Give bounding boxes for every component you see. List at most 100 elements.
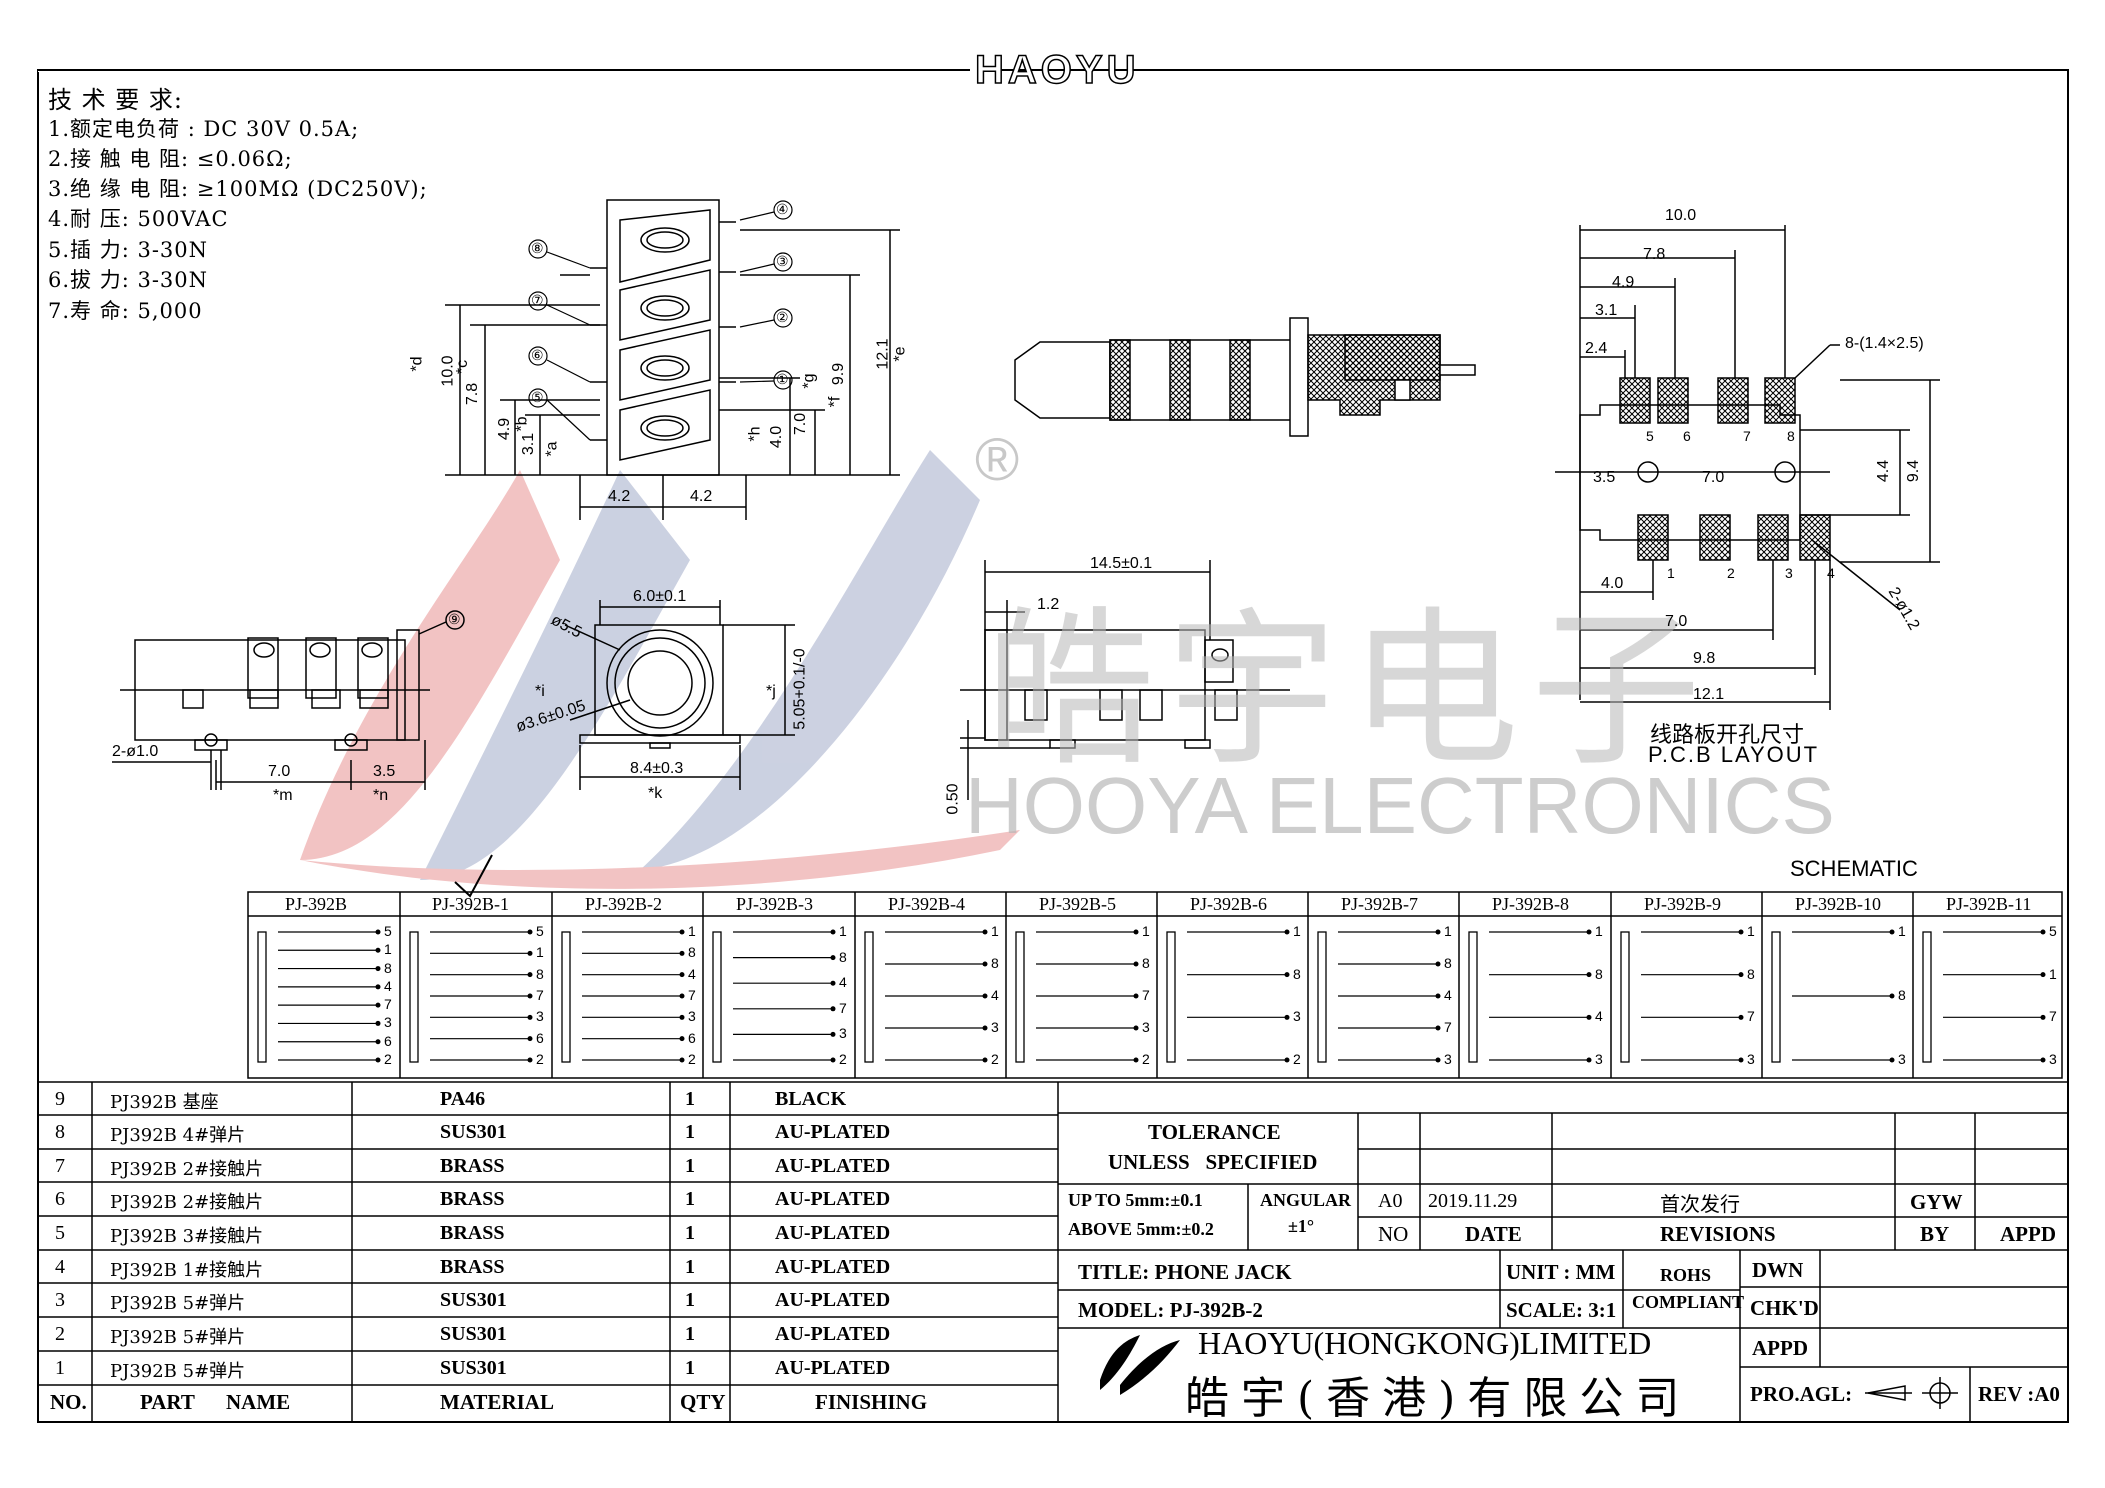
bom-no: 6: [55, 1188, 65, 1210]
bom-part-name: PJ392B 2#接触片: [110, 1159, 264, 1180]
pin-label: ⑨: [448, 611, 461, 627]
bom-finishing: AU-PLATED: [775, 1256, 891, 1278]
pin-number: 5: [1646, 428, 1654, 444]
schematic-terminal: [1889, 1057, 1895, 1063]
schematic-pin-number: 7: [2049, 1008, 2057, 1025]
schematic-variant-name: PJ-392B-4: [888, 894, 966, 914]
schematic-sleeve: [1015, 931, 1025, 1063]
dimension-label: 7.0: [1665, 613, 1688, 630]
schematic-pin-number: 2: [536, 1051, 544, 1067]
watermark-logo: [300, 450, 1020, 889]
schematic-pin-number: 1: [1293, 923, 1301, 939]
reference-label: *a: [543, 441, 561, 457]
dimension-label: 3.5: [373, 763, 396, 780]
schematic-terminal: [527, 972, 533, 978]
bom-material: BRASS: [440, 1222, 505, 1244]
reference-label: *k: [648, 785, 663, 802]
schematic-title: SCHEMATIC: [1790, 856, 1918, 881]
schematic-terminal: [1435, 929, 1441, 935]
dimension-label: 4.0: [1601, 575, 1624, 592]
dimension-label: 0.50: [944, 783, 962, 815]
schematic-terminal: [1133, 929, 1139, 935]
bom-qty: 1: [685, 1088, 695, 1110]
schematic-pin-number: 3: [1142, 1019, 1150, 1035]
pcb-layout: [1555, 225, 1940, 710]
schematic-pin-number: 8: [1444, 955, 1452, 971]
drawn-by-label: DWN: [1752, 1258, 1804, 1282]
schematic-terminal: [527, 993, 533, 999]
dimension-label: 7.8: [1643, 246, 1666, 263]
schematic-pin-number: 1: [1898, 923, 1906, 939]
schematic-pin-number: 4: [688, 965, 696, 982]
dimension-label: 7.0: [268, 763, 291, 780]
reference-label: *f: [826, 396, 844, 408]
reference-label: *e: [891, 346, 909, 362]
reference-label: *n: [373, 787, 389, 804]
schematic-sleeve: [1468, 931, 1478, 1063]
bom-no: 2: [55, 1323, 65, 1345]
schematic-pin-number: 8: [1898, 987, 1906, 1003]
angular-value: ±1°: [1288, 1216, 1315, 1236]
pcb-title-en: P.C.B LAYOUT: [1648, 742, 1820, 767]
bom-material: SUS301: [440, 1323, 507, 1345]
schematic-variant-name: PJ-392B-9: [1644, 894, 1722, 914]
pin-number: 1: [1667, 565, 1675, 581]
reference-label: *j: [766, 683, 776, 700]
schematic-terminal: [1133, 993, 1139, 999]
schematic-terminal: [679, 972, 685, 978]
pcb-title-cn: 线路板开孔尺寸: [1650, 723, 1805, 748]
schematic-pin-number: 7: [536, 987, 544, 1003]
schematic-sleeve: [1922, 931, 1932, 1063]
bom-material: SUS301: [440, 1289, 507, 1311]
schematic-pin-number: 4: [1595, 1008, 1603, 1025]
bom-part-name: PJ392B 5#弹片: [110, 1293, 246, 1314]
projection-angle-label: PRO.AGL:: [1750, 1382, 1853, 1406]
schematic-pin-number: 2: [1293, 1051, 1301, 1067]
schematic-terminal: [375, 1039, 381, 1045]
schematic-terminal: [527, 950, 533, 956]
schematic-pin-number: 7: [839, 999, 847, 1016]
schematic-terminal: [527, 929, 533, 935]
reference-label: *h: [746, 426, 764, 442]
schematic-terminal: [1435, 993, 1441, 999]
schematic-pin-number: 3: [1747, 1051, 1755, 1067]
requirement-item: 1.额定电负荷 : DC 30V 0.5A;: [48, 117, 360, 141]
schematic-terminal: [1586, 1057, 1592, 1063]
pin-number: 8: [1787, 428, 1795, 444]
bom-finishing: AU-PLATED: [775, 1121, 891, 1143]
bom-header: QTY: [680, 1390, 726, 1414]
bom-qty: 1: [685, 1121, 695, 1143]
schematic-variant-name: PJ-392B-3: [736, 894, 814, 914]
schematic-terminal: [1435, 1025, 1441, 1031]
bom-material: PA46: [440, 1088, 486, 1110]
dimension-label: 1.2: [1037, 596, 1060, 613]
schematic-variant-name: PJ-392B-10: [1795, 894, 1882, 914]
schematic-terminal: [375, 984, 381, 990]
schematic-pin-number: 3: [1293, 1008, 1301, 1025]
bom-material: SUS301: [440, 1357, 507, 1379]
sheet-border: [37, 69, 2069, 1423]
dimension-label: 5.05+0.1/-0: [791, 648, 809, 730]
schematic-terminal: [679, 1057, 685, 1063]
dimension-label: 9.8: [1693, 650, 1716, 667]
schematic-terminal: [830, 955, 836, 961]
checked-by-label: CHK'D: [1750, 1296, 1819, 1320]
schematic-pin-number: 2: [1142, 1051, 1150, 1067]
schematic-pin-number: 1: [1142, 923, 1150, 939]
schematic-pin-number: 3: [688, 1008, 696, 1025]
schematic-pin-number: 2: [384, 1051, 392, 1067]
schematic-pin-number: 1: [1444, 923, 1452, 939]
front-view-pin-callouts: [528, 200, 793, 441]
schematic-pin-number: 2: [688, 1051, 696, 1067]
schematic-terminal: [982, 1025, 988, 1031]
schematic-terminal: [2040, 972, 2046, 978]
pin-label: ④: [776, 201, 789, 217]
schematic-terminal: [830, 1031, 836, 1037]
schematic-pin-number: 7: [1142, 987, 1150, 1003]
schematic-terminal: [830, 929, 836, 935]
schematic-variant-name: PJ-392B-8: [1492, 894, 1570, 914]
schematic-terminal: [1133, 1025, 1139, 1031]
plug-drawing: [1014, 317, 1476, 437]
pin-label: ⑥: [531, 347, 544, 363]
bom-finishing: BLACK: [775, 1088, 847, 1110]
